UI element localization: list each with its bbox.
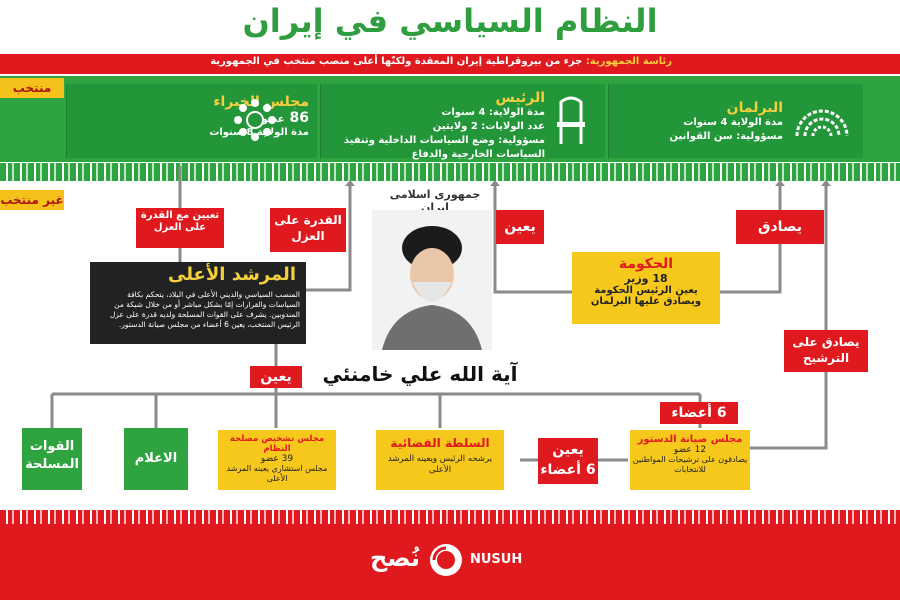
label-appoint-with-removal: تعيين مع القدرة على العزل (136, 208, 224, 248)
nusuh-logo-icon (428, 542, 464, 578)
subtitle-bar: رئاسة الجمهورية: جزء من بيروقراطية إيران… (0, 54, 900, 74)
footer: نُصح NUSUH (0, 524, 900, 600)
elected-tag: منتخب (0, 78, 64, 98)
leader-name: آية الله علي خامنئي (322, 362, 518, 386)
government-count: 18 وزير (624, 272, 668, 285)
judiciary-title: السلطة القضائية (390, 436, 490, 450)
parliament-duty: مسؤولية: سن القوانين (669, 131, 783, 142)
president-duty: مسؤولية: وضع السياسات الداخلية وتنفيذ ال… (343, 135, 545, 160)
label-appoints: يعين (496, 210, 544, 244)
supreme-leader-box: المرشد الأعلى المنصب السياسي والديني الأ… (90, 262, 306, 344)
label-approves-candidacy: يصادق على الترشيح (784, 330, 868, 372)
president-panel: الرئيس مدة الولاية: 4 سنوات عدد الولايات… (320, 84, 605, 160)
government-box: الحكومة 18 وزير يعين الرئيس الحكومة ويصا… (572, 252, 720, 324)
expediency-count: 39 عضو (260, 454, 294, 464)
president-term: مدة الولاية: 4 سنوات (441, 107, 545, 118)
guardian-count: 12 عضو (673, 445, 707, 455)
subtitle-lead: رئاسة الجمهورية: (585, 56, 672, 67)
subtitle-rest: جزء من بيروقراطية إيران المعقدة ولكنّها … (210, 56, 583, 67)
experts-title: مجلس الخبراء (213, 94, 309, 110)
guardian-council-box: مجلس صيانة الدستور 12 عضو يصادقون على تر… (630, 430, 750, 490)
label-appoints-six-count: 6 أعضاء (540, 462, 596, 478)
label-appoints-six-verb: يعين (552, 442, 584, 458)
label-power-to-remove: القدرة على العزل (270, 208, 346, 252)
council-icon (233, 98, 277, 142)
red-pattern-strip (0, 510, 900, 524)
label-six-members: 6 أعضاء (660, 402, 738, 424)
page-title: النظام السياسي في إيران (242, 2, 658, 40)
media-box: الاعلام (124, 428, 188, 490)
guardian-title: مجلس صيانة الدستور (637, 434, 743, 445)
label-leader-appoints: يعين (250, 366, 302, 388)
footer-brand-arabic: نُصح (370, 544, 420, 572)
subtitle-text: رئاسة الجمهورية: جزء من بيروقراطية إيران… (210, 56, 672, 67)
experts-panel: مجلس الخبراء 86 عضو مدة الولاية 8 سنوات (66, 84, 317, 158)
leader-portrait (372, 210, 492, 350)
footer-brand-english: NUSUH (470, 552, 523, 567)
government-title: الحكومة (618, 256, 674, 272)
parliament-panel: البرلمان مدة الولاية 4 سنوات مسؤولية: سن… (608, 84, 863, 158)
parliament-title: البرلمان (726, 100, 783, 116)
green-pattern-strip (0, 163, 900, 181)
government-line2: ويصادق عليها البرلمان (590, 296, 702, 307)
label-approves: يصادق (736, 210, 824, 244)
experts-term: مدة الولاية 8 سنوات (209, 127, 309, 138)
leader-text: المنصب السياسي والديني الأعلى في البلاد،… (109, 290, 300, 329)
expediency-title: مجلس تشخيص مصلحة النظام (229, 434, 325, 454)
not-elected-tag: غير منتخب (0, 190, 64, 210)
parliament-icon (793, 104, 851, 138)
president-terms-count: عدد الولايات: 2 ولايتين (432, 121, 545, 132)
expediency-box: مجلس تشخيص مصلحة النظام 39 عضو مجلس استش… (218, 430, 336, 490)
president-title: الرئيس (495, 90, 545, 106)
judiciary-box: السلطة القضائية يرشحه الرئيس ويعينه المر… (376, 430, 504, 490)
expediency-text: مجلس استشاري يعينه المرشد الأعلى (226, 464, 328, 483)
guardian-text: يصادقون على ترشيحات المواطنين للانتخابات (632, 455, 748, 474)
label-appoints-six: يعين 6 أعضاء (538, 438, 598, 484)
judiciary-text: يرشحه الرئيس ويعينه المرشد الأعلى (387, 454, 493, 475)
leader-title: المرشد الأعلى (168, 264, 296, 285)
experts-count: 86 (289, 110, 309, 126)
chair-icon (553, 96, 589, 146)
parliament-term: مدة الولاية 4 سنوات (683, 117, 783, 128)
government-line1: يعين الرئيس الحكومة (594, 285, 698, 296)
armed-forces-box: القوات المسلحة (22, 428, 82, 490)
